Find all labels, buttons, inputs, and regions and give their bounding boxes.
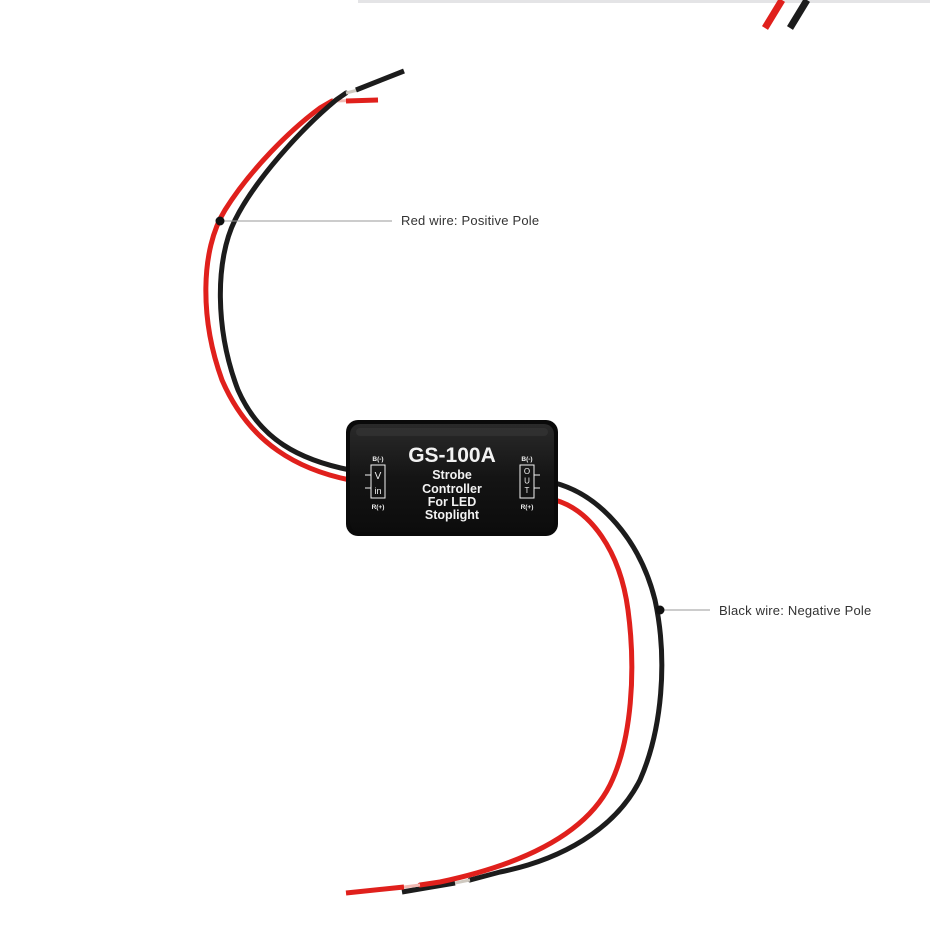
- output-port-top-label: B(-): [521, 456, 532, 463]
- controller-module: GS-100A Strobe Controller For LED Stopli…: [346, 420, 558, 536]
- red-wire-upper: [203, 98, 353, 483]
- callout-black-leader: [655, 605, 710, 615]
- module-model-label: GS-100A: [408, 444, 496, 467]
- lower-wire-pair: [345, 480, 665, 896]
- black-wire-lower: [467, 480, 665, 883]
- input-port-bottom-label: R(+): [372, 504, 385, 511]
- top-edge-strip: [358, 0, 930, 3]
- callout-black-wire-label: Black wire: Negative Pole: [719, 603, 872, 618]
- upper-wire-pair: [203, 68, 405, 483]
- module-desc-line-4: Stoplight: [425, 508, 480, 522]
- input-port-v-label: V: [375, 471, 382, 482]
- callout-red-wire-label: Red wire: Positive Pole: [401, 213, 540, 228]
- red-wire-lower: [417, 497, 635, 888]
- input-port-diagram: B(-) V in R(+): [365, 456, 386, 511]
- input-port-top-label: B(-): [372, 456, 383, 463]
- input-port-in-label: in: [374, 486, 381, 496]
- top-corner-wire-stub: [762, 0, 810, 30]
- callout-red-leader: [215, 216, 392, 226]
- output-port-bottom-label: R(+): [521, 504, 534, 511]
- module-desc-line-1: Strobe: [432, 468, 472, 482]
- module-desc-line-3: For LED: [428, 495, 477, 509]
- module-desc-line-2: Controller: [422, 482, 482, 496]
- black-wire-upper: [217, 90, 353, 473]
